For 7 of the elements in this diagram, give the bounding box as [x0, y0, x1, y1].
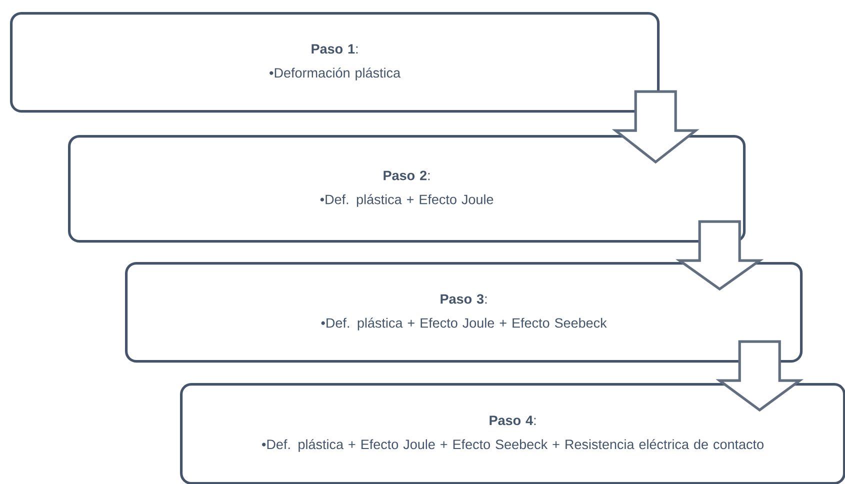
block-arrow	[676, 220, 764, 291]
block-arrow	[716, 340, 804, 412]
step-box: Paso 2: •Def. plástica + Efecto Joule	[68, 135, 746, 243]
step-box: Paso 4: •Def. plástica + Efecto Joule + Efecto Seebeck + Resistencia eléctrica de contacto	[180, 383, 845, 484]
step-box: Paso 1: •Deformación plástica	[10, 12, 660, 113]
block-arrow	[612, 90, 700, 164]
step-box: Paso 3: •Def. plástica + Efecto Joule + Efecto Seebeck	[125, 262, 803, 363]
